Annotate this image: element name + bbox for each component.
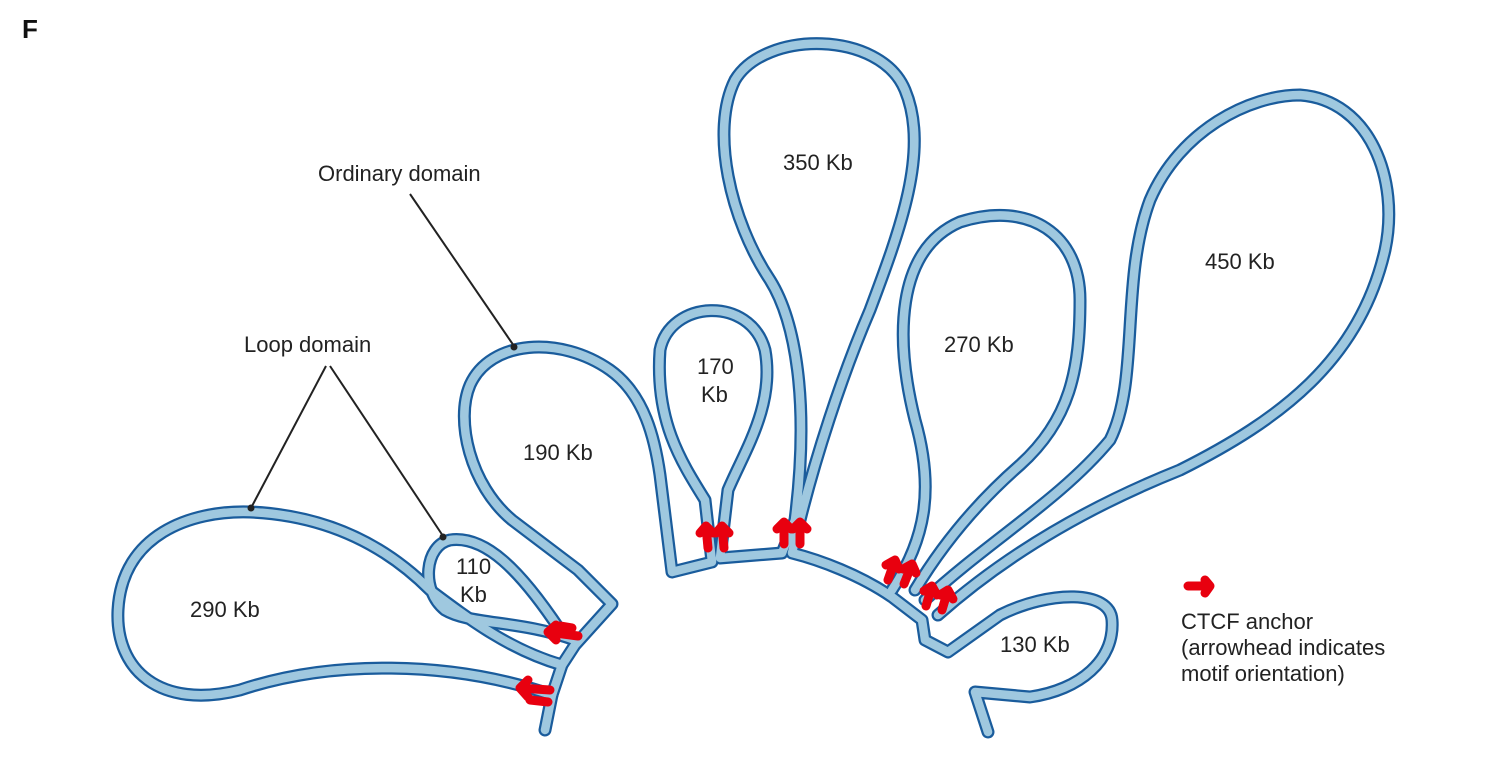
ordinary-domain-leader-dot bbox=[510, 343, 518, 351]
loop-label-110-line1: 110 bbox=[456, 554, 491, 579]
loop-label-110-line2: Kb bbox=[460, 582, 487, 607]
loop-label-270: 270 Kb bbox=[944, 332, 1014, 357]
loop-domain-leader-a bbox=[250, 365, 327, 509]
ordinary-domain-label: Ordinary domain bbox=[318, 161, 481, 186]
ctcf-anchor-290 bbox=[515, 675, 555, 707]
loop-domain-leader-dot-a bbox=[247, 504, 255, 512]
legend: CTCF anchor (arrowhead indicates motif o… bbox=[1181, 575, 1385, 686]
loop-label-170-line1: 170 bbox=[697, 354, 734, 379]
panel-label: F bbox=[22, 14, 38, 44]
loop-domain-leader-dot-b bbox=[439, 533, 447, 541]
loop-label-130: 130 Kb bbox=[1000, 632, 1070, 657]
legend-line3: motif orientation) bbox=[1181, 661, 1345, 686]
loop-label-350: 350 Kb bbox=[783, 150, 853, 175]
loop-label-190: 190 Kb bbox=[523, 440, 593, 465]
loop-label-170-line2: Kb bbox=[701, 382, 728, 407]
legend-line1: CTCF anchor bbox=[1181, 609, 1313, 634]
loop-label-450: 450 Kb bbox=[1205, 249, 1275, 274]
ctcf-anchor-170 bbox=[695, 521, 734, 553]
ctcf-anchor-450 bbox=[919, 581, 958, 615]
ordinary-domain-leader bbox=[409, 193, 515, 347]
loop-domain-label: Loop domain bbox=[244, 332, 371, 357]
ctcf-anchors bbox=[515, 517, 958, 707]
loop-label-290: 290 Kb bbox=[190, 597, 260, 622]
legend-anchor-icon bbox=[1183, 575, 1215, 598]
ctcf-anchor-350 bbox=[772, 517, 812, 549]
callout-leaders bbox=[247, 193, 518, 541]
loop-domain-leader-b bbox=[329, 365, 444, 537]
ctcf-anchor-110 bbox=[543, 620, 583, 645]
ctcf-anchor-270 bbox=[881, 555, 921, 589]
legend-line2: (arrowhead indicates bbox=[1181, 635, 1385, 660]
